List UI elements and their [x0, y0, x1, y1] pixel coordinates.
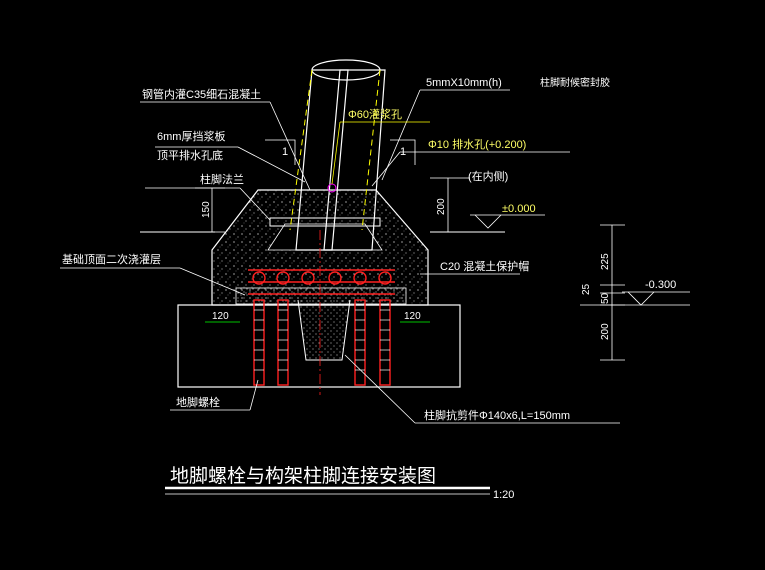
drawing-scale: 1:20	[493, 489, 514, 501]
dim-150-text: 150	[201, 201, 212, 218]
label-plate-6mm: 6mm厚挡浆板	[157, 129, 225, 143]
dim-120b-text: 120	[404, 311, 421, 322]
elevation-minus300: -0.300	[645, 279, 676, 291]
label-plate-size: 5mmX10mm(h)	[426, 77, 502, 89]
label-protect-cap: C20 混凝土保护帽	[440, 259, 529, 273]
label-pipe-fill: 钢管内灌C35细石混凝土	[142, 87, 261, 101]
label-drain-hole: Φ10 排水孔(+0.200)	[428, 137, 526, 151]
flange-plate	[269, 217, 381, 227]
label-grout-hole: Φ60灌浆孔	[348, 107, 402, 121]
slope-marks	[265, 139, 416, 165]
steel-pipe-column	[289, 59, 386, 251]
dim-150	[195, 187, 225, 233]
elevation-mark-minus300	[622, 291, 690, 306]
bolt-threads	[254, 309, 390, 371]
dim-25-text: 25	[581, 283, 592, 295]
dim-50-text: 50	[600, 292, 611, 304]
dim-225-text: 225	[600, 253, 611, 270]
dim-200-top	[430, 177, 470, 232]
label-anti-corrosion: 柱脚耐候密封胶	[540, 76, 610, 89]
dim-200a-text: 200	[436, 198, 447, 215]
label-flange: 柱脚法兰	[200, 172, 244, 186]
label-shear-key: 柱脚抗剪件Φ140x6,L=150mm	[424, 408, 570, 422]
shear-key	[297, 299, 351, 361]
drawing-title: 地脚螺栓与构架柱脚连接安装图	[170, 465, 436, 487]
grout-hole-leader-diag	[331, 121, 341, 185]
slope-label-right: 1	[400, 146, 406, 158]
dim-120a-text: 120	[212, 311, 229, 322]
label-anchor-bolt: 地脚螺栓	[176, 395, 220, 409]
label-inner-side: (在内侧)	[468, 169, 508, 183]
elevation-zero: ±0.000	[502, 203, 536, 215]
title-underline	[165, 486, 490, 495]
dim-200b-text: 200	[600, 323, 611, 340]
label-secondary-grout: 基础顶面二次浇灌层	[62, 252, 161, 266]
label-drain-flat: 顶平排水孔底	[157, 148, 223, 162]
elevation-mark-zero	[470, 214, 545, 229]
slope-label-left: 1	[282, 146, 288, 158]
anchor-bolts	[248, 269, 395, 386]
dim-stack-right	[580, 224, 690, 361]
